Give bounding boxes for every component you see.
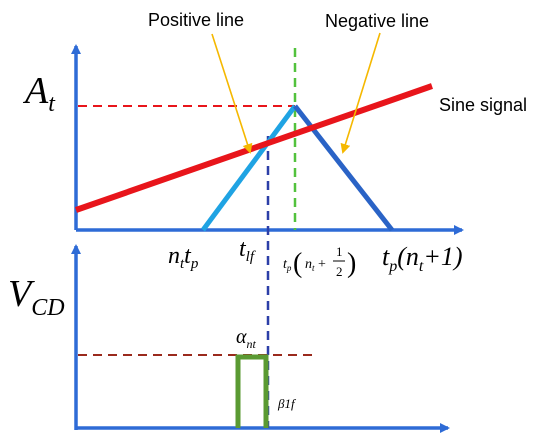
svg-text:(: ( (293, 248, 302, 279)
negative-line (293, 104, 394, 232)
bottom-y-axis-label: VCD (8, 273, 65, 321)
vcd-pulse (235, 354, 269, 428)
beta-1f-label: β1f (277, 396, 297, 411)
positive-line-pointer-arrow (211, 33, 253, 154)
svg-text:tp: tp (283, 257, 292, 273)
alpha-nt-label: αnt (236, 326, 257, 351)
sine-signal-label: Sine signal (439, 95, 527, 115)
svg-text:nt +: nt + (305, 257, 326, 273)
positive-line (200, 104, 298, 232)
svg-text:): ) (347, 248, 356, 279)
positive-line-label: Positive line (148, 10, 244, 30)
tp-half-tick-label: tp ( nt + 1 2 ) (283, 244, 356, 279)
tp-next-tick-label: tp(nt+1) (382, 242, 463, 275)
nt-tp-tick-label: nttp (168, 243, 199, 272)
negative-line-label: Negative line (325, 11, 429, 31)
sine-signal-line (75, 83, 433, 213)
svg-text:1: 1 (336, 244, 343, 259)
tlf-tick-label: tlf (239, 236, 256, 265)
svg-text:2: 2 (336, 264, 343, 279)
negative-line-pointer-arrow (340, 32, 381, 154)
top-y-axis-label: At (22, 70, 56, 117)
